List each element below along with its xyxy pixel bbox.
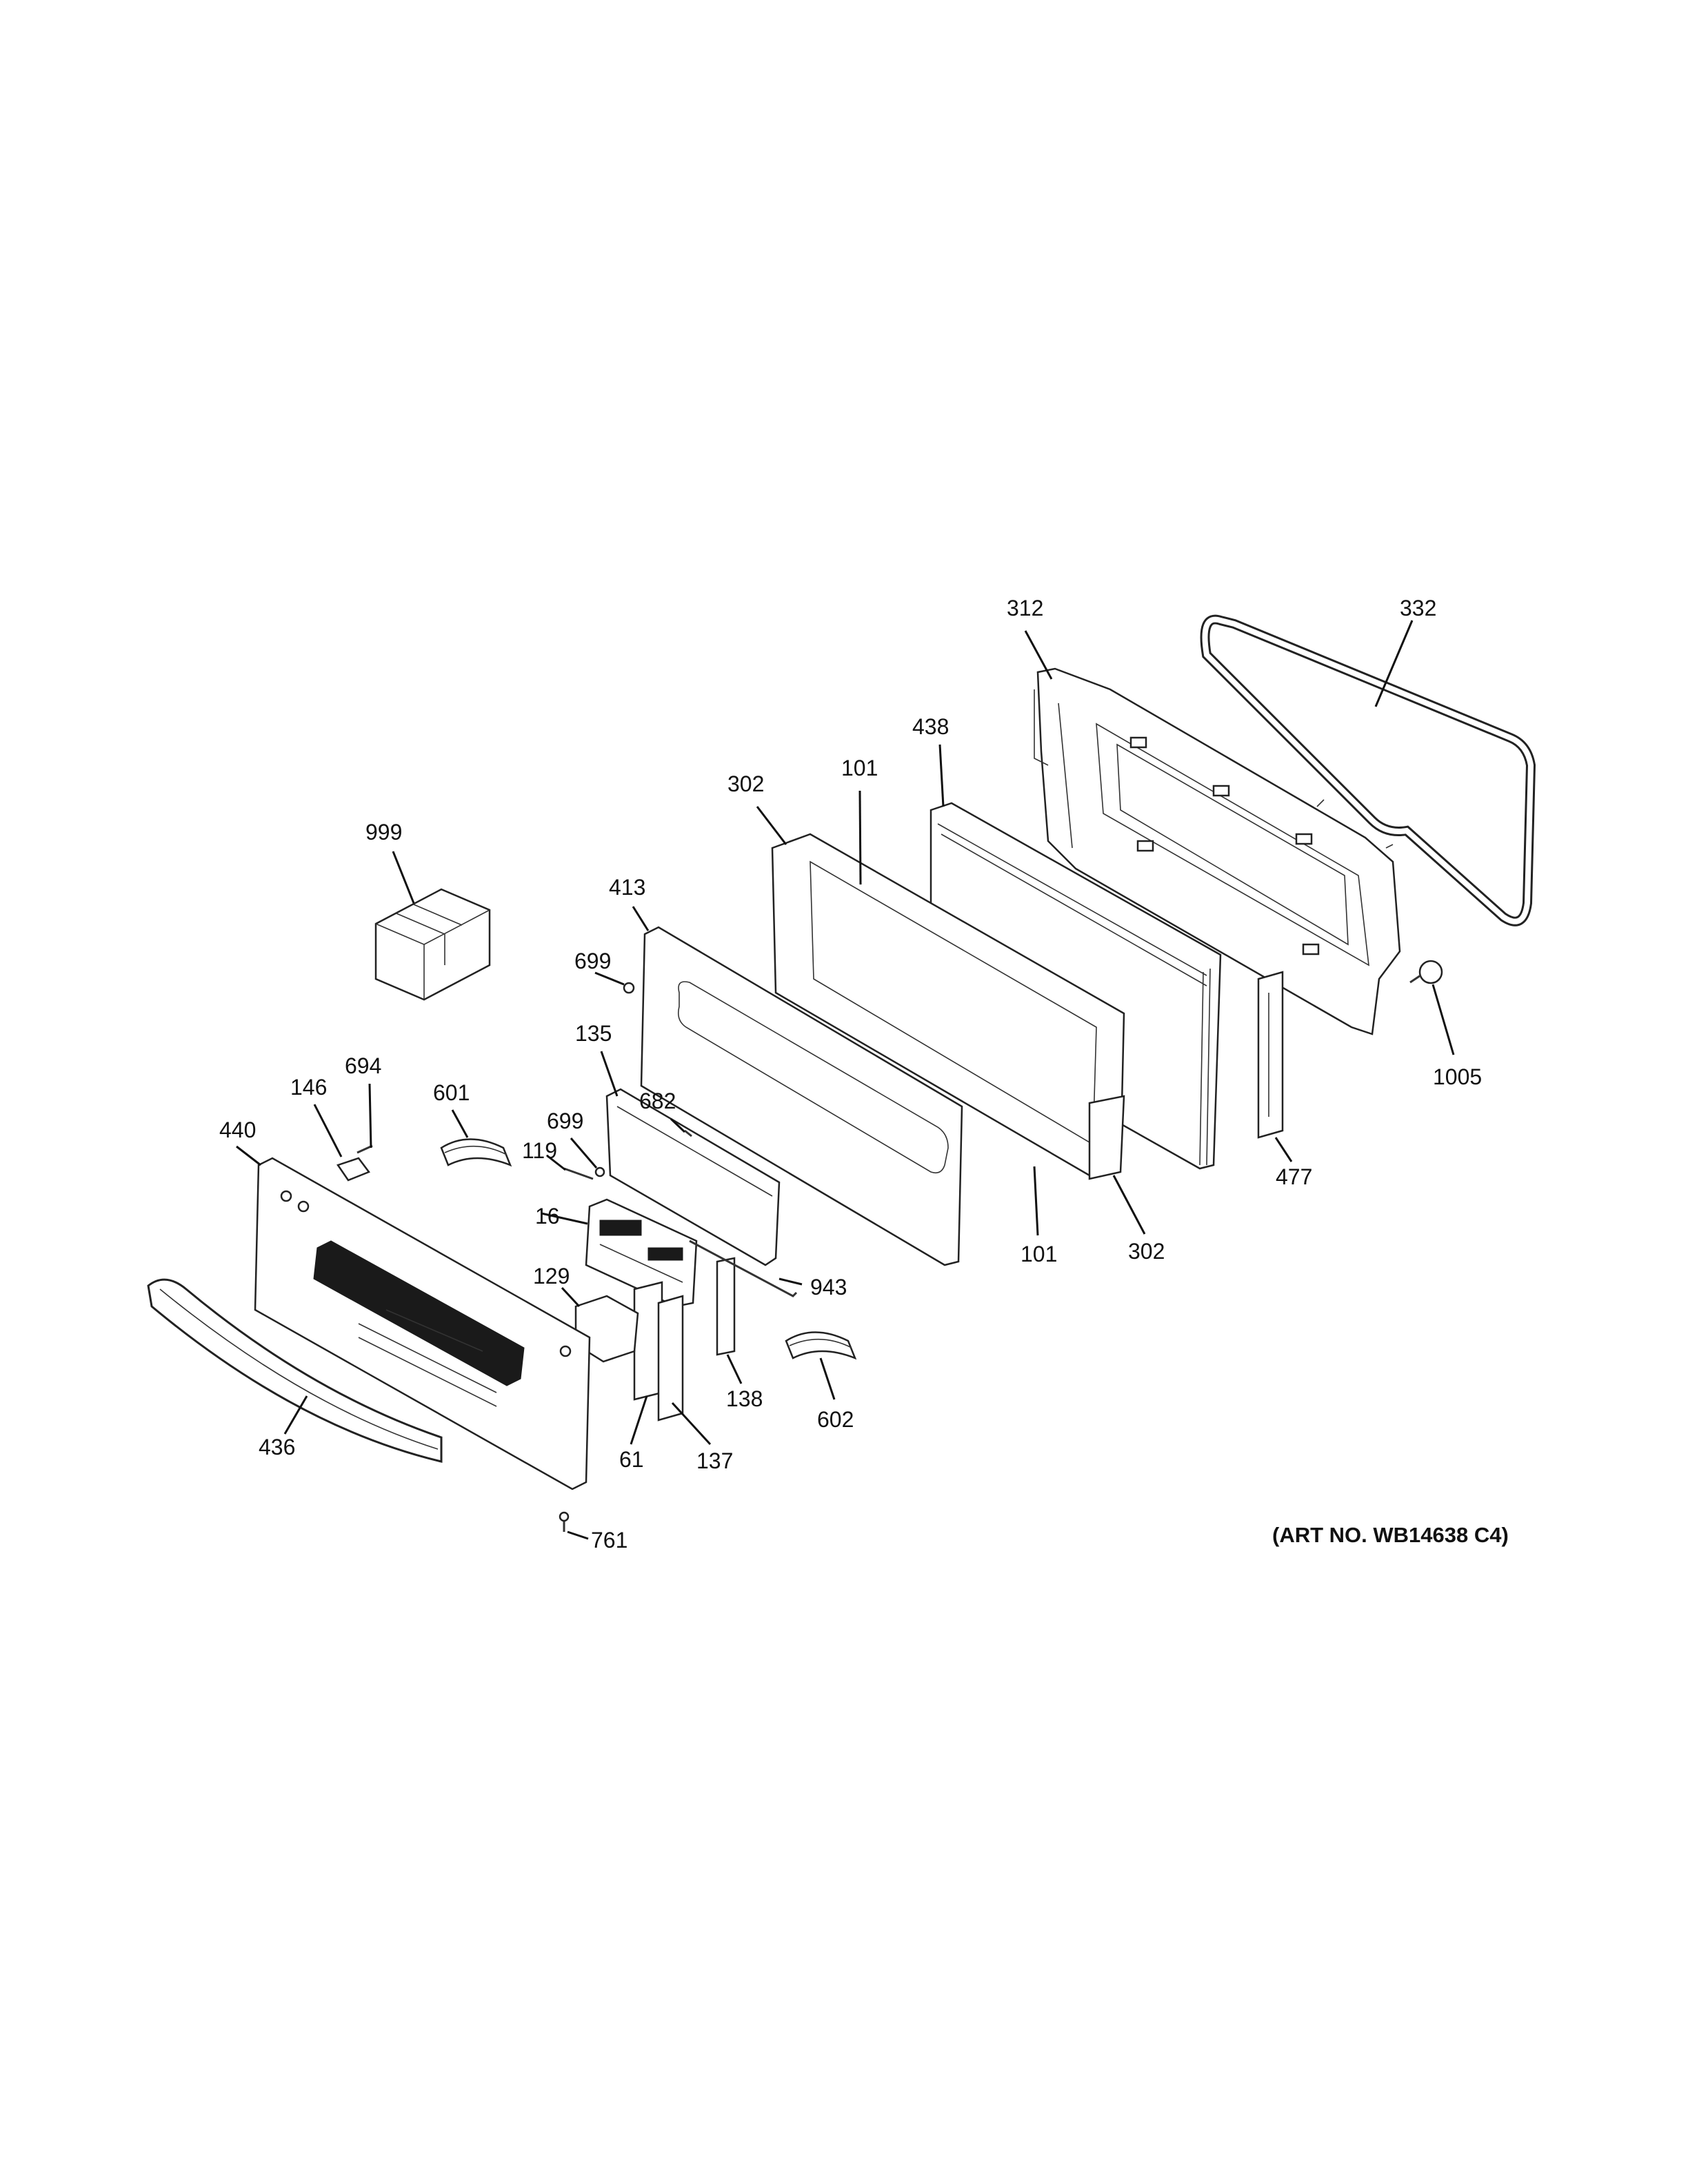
- part-135-bracket: [605, 1088, 781, 1266]
- callout-101-top: 101: [841, 756, 878, 780]
- art-number: (ART NO. WB14638 C4): [1272, 1523, 1509, 1547]
- callout-101-bottom: 101: [1021, 1242, 1057, 1266]
- callout-682: 682: [639, 1089, 676, 1113]
- part-601-harness: [440, 1138, 512, 1167]
- callout-119: 119: [522, 1138, 557, 1163]
- callout-438: 438: [912, 714, 949, 739]
- callout-999: 999: [365, 820, 402, 845]
- part-682-screw: [684, 1129, 692, 1138]
- callout-135: 135: [575, 1021, 612, 1046]
- callout-302-top: 302: [727, 771, 764, 796]
- part-694-screw: [356, 1144, 373, 1154]
- callout-699-mid: 699: [547, 1109, 583, 1133]
- part-61-137-138-brackets: [633, 1257, 736, 1422]
- callout-699-top: 699: [574, 949, 611, 973]
- callout-602: 602: [817, 1407, 854, 1432]
- part-477-hinge: [1257, 971, 1284, 1139]
- part-146-hardware: [336, 1157, 370, 1182]
- callout-1005: 1005: [1433, 1064, 1482, 1089]
- callout-943: 943: [810, 1275, 847, 1300]
- callout-436: 436: [259, 1435, 295, 1459]
- part-1005-bumper: [1409, 960, 1443, 984]
- part-16-control-board: [585, 1198, 698, 1308]
- part-602-harness: [785, 1331, 857, 1360]
- callout-labels: 312 332 438 302 101 999 413 699 135 694 …: [219, 596, 1482, 1553]
- callout-16: 16: [535, 1204, 560, 1228]
- part-332-gasket: [1200, 614, 1536, 927]
- part-943-wire: [689, 1240, 798, 1297]
- callout-332: 332: [1400, 596, 1436, 620]
- part-436-handle: [147, 1278, 443, 1463]
- callout-694: 694: [345, 1053, 381, 1078]
- leader-lines: [236, 620, 1455, 1540]
- callout-137: 137: [696, 1448, 733, 1473]
- part-312-door-frame: [1034, 667, 1401, 1035]
- part-119-part: [563, 1167, 594, 1180]
- part-699-fastener-b: [594, 1166, 605, 1177]
- callout-61: 61: [619, 1447, 644, 1472]
- callout-146: 146: [290, 1075, 327, 1100]
- part-302-101-insulation: [771, 833, 1125, 1180]
- callout-601: 601: [433, 1080, 470, 1105]
- part-699-fastener-a: [623, 982, 635, 994]
- part-440-control-panel: [254, 1157, 591, 1490]
- part-413-inner-panel: [640, 926, 963, 1266]
- callout-129: 129: [533, 1264, 570, 1288]
- part-761-screw: [559, 1511, 570, 1532]
- callout-413: 413: [609, 875, 645, 900]
- callout-312: 312: [1007, 596, 1043, 620]
- callout-477: 477: [1276, 1164, 1312, 1189]
- callout-440: 440: [219, 1118, 256, 1142]
- part-999-box: [374, 888, 491, 1001]
- callout-138: 138: [726, 1386, 763, 1411]
- callout-761: 761: [591, 1528, 627, 1553]
- callout-302-bottom: 302: [1128, 1239, 1165, 1264]
